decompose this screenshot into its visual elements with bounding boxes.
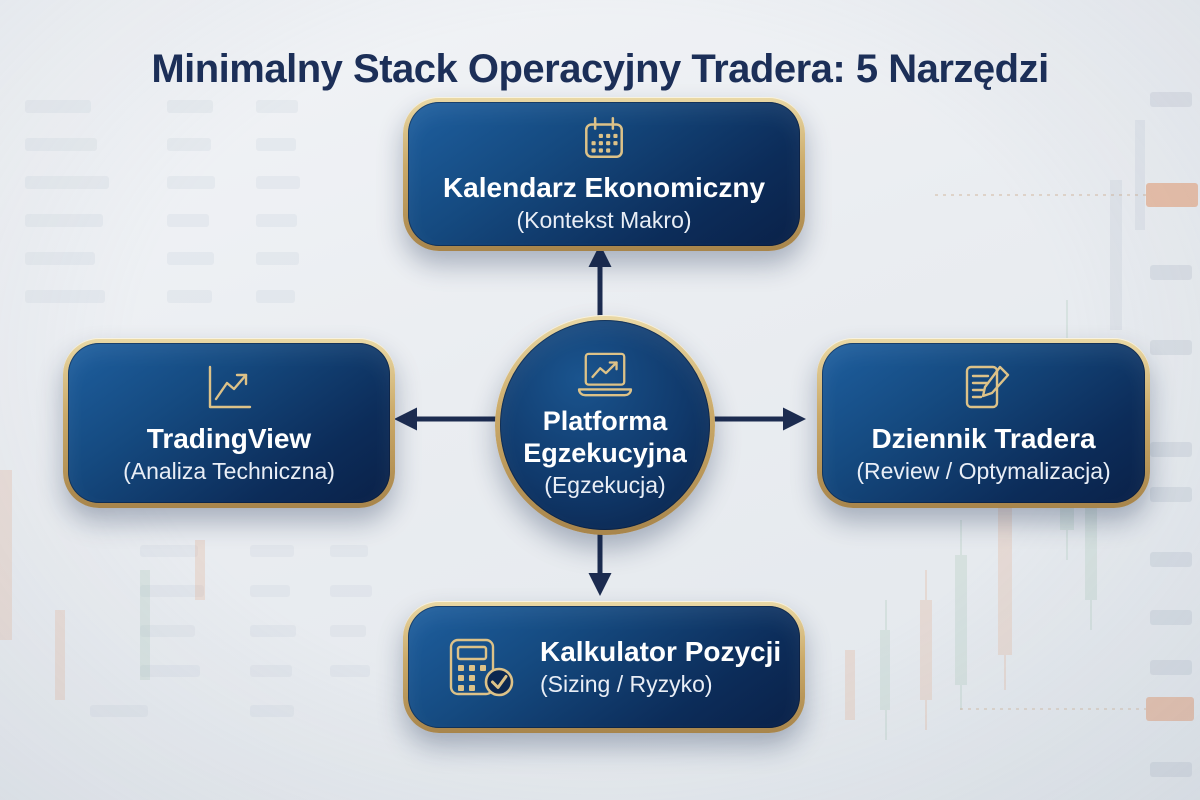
- node-title: Kalkulator Pozycji: [540, 636, 782, 668]
- journal-pencil-icon: [958, 360, 1010, 414]
- node-subtitle: (Review / Optymalizacja): [856, 458, 1111, 485]
- node-economic-calendar: Kalendarz Ekonomiczny (Kontekst Makro): [403, 97, 805, 251]
- connector-arrow-up: [588, 244, 612, 321]
- node-title: TradingView: [146, 423, 312, 455]
- node-subtitle: (Kontekst Makro): [516, 207, 692, 234]
- node-tradingview: TradingView (Analiza Techniczna): [63, 338, 395, 508]
- node-execution-platform: Platforma Egzekucyjna (Egzekucja): [495, 315, 715, 535]
- calculator-check-icon: [442, 635, 516, 699]
- page-title: Minimalny Stack Operacyjny Tradera: 5 Na…: [151, 46, 1049, 91]
- node-title: Platforma Egzekucyjna: [523, 405, 687, 468]
- trend-line-chart-icon: [200, 360, 258, 414]
- node-subtitle: (Analiza Techniczna): [123, 458, 335, 485]
- node-title: Kalendarz Ekonomiczny: [442, 172, 766, 204]
- node-trader-journal: Dziennik Tradera (Review / Optymalizacja…: [817, 338, 1150, 508]
- connector-arrow-right: [699, 407, 806, 431]
- node-subtitle: (Egzekucja): [544, 472, 666, 499]
- node-subtitle: (Sizing / Ryzyko): [540, 671, 713, 698]
- calendar-icon: [579, 113, 629, 163]
- node-title: Dziennik Tradera: [871, 423, 1096, 455]
- connector-arrow-left: [394, 407, 501, 431]
- laptop-trend-chart-icon: [572, 350, 638, 400]
- node-position-calculator: Kalkulator Pozycji (Sizing / Ryzyko): [403, 601, 805, 733]
